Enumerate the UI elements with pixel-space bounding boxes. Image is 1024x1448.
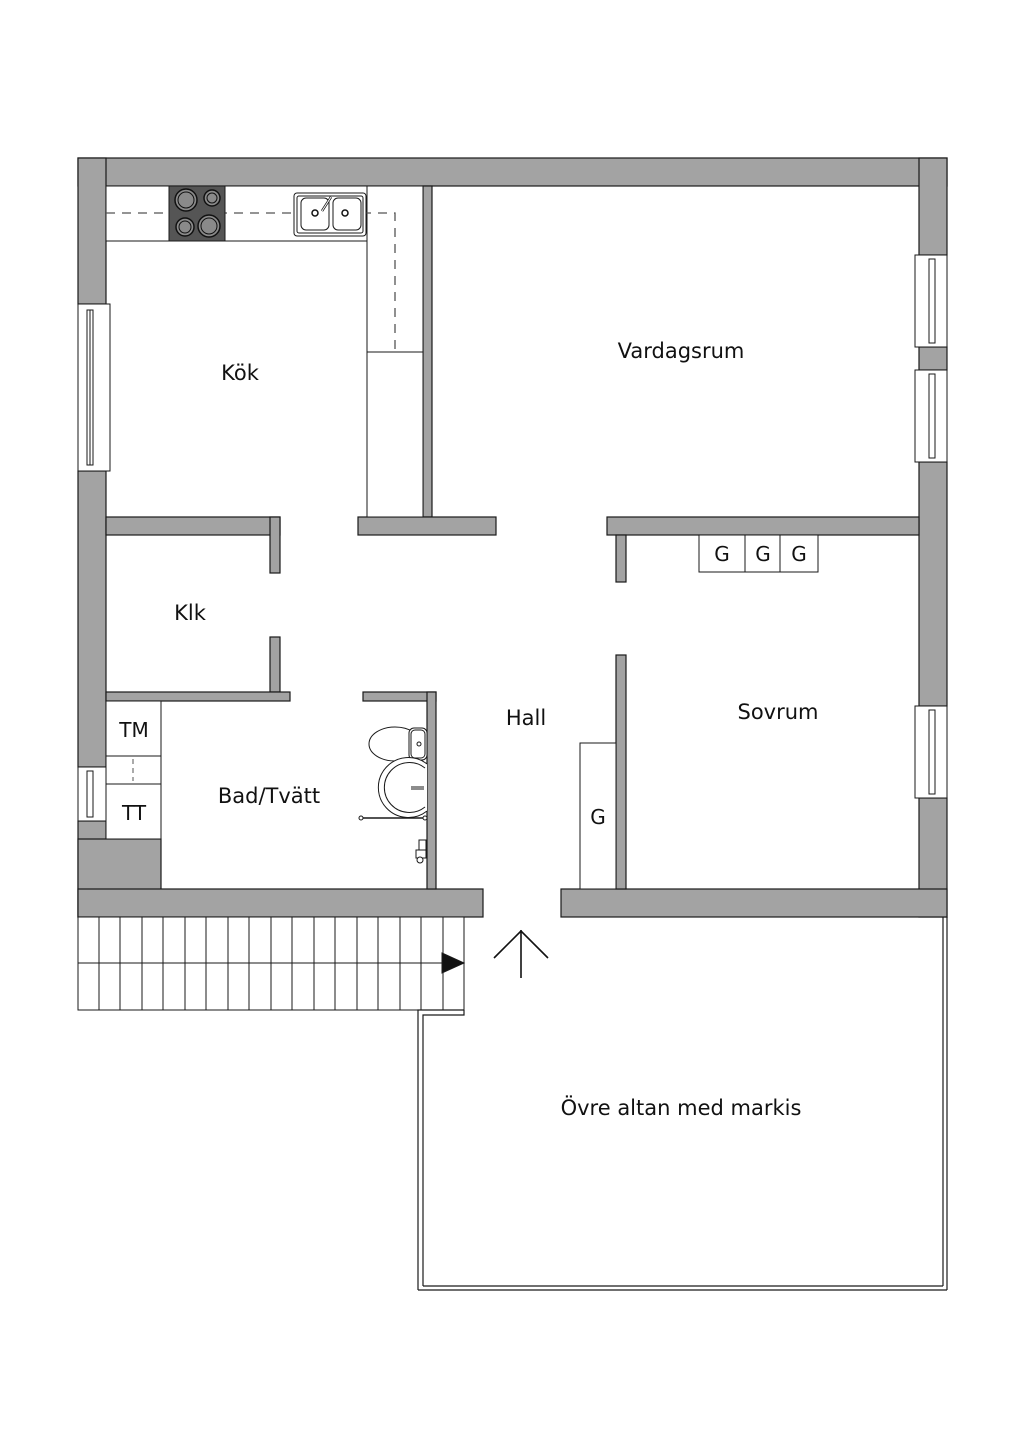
wall-right-2: [918, 346, 948, 371]
kitchen-fixtures: [105, 185, 424, 518]
wall-kitchen-living: [422, 185, 433, 518]
label-wardrobe-1: G: [714, 542, 730, 566]
label-vardagsrum: Vardagsrum: [618, 339, 745, 363]
wall-klk-door-lower: [269, 636, 281, 693]
kitchen-tall-cabinet: [366, 351, 424, 518]
wall-kitchen-klk: [105, 516, 281, 536]
wardrobe-sovrum-2: [744, 534, 781, 573]
bathroom-fixtures: [105, 700, 428, 864]
fixture-labels: TM TT G G G G: [118, 542, 806, 829]
label-tm: TM: [118, 718, 148, 742]
staircase[interactable]: [77, 916, 466, 1011]
window-living-2: [914, 369, 948, 463]
hob-icon: [168, 185, 226, 242]
label-hall: Hall: [506, 706, 546, 730]
wall-t-bottom: [357, 516, 497, 536]
wardrobe-sovrum-1: [698, 534, 746, 573]
double-sink-icon: [293, 192, 367, 237]
label-klk: Klk: [174, 601, 207, 625]
stair-direction-arrow-icon: [441, 952, 466, 974]
windows: [77, 254, 948, 822]
wall-bad-right: [426, 691, 437, 890]
entrance-arrow-icon: [493, 929, 549, 978]
wall-bottom-right: [560, 888, 948, 918]
terrace-outline: [417, 917, 948, 1291]
window-bathroom: [77, 766, 111, 822]
window-living-1: [914, 254, 948, 348]
wall-sovrum-hall: [615, 654, 627, 890]
wardrobe-sovrum-3: [779, 534, 819, 573]
wall-living-sovrum: [606, 516, 920, 536]
wall-sovrum-door-stub: [615, 534, 627, 583]
toilet-icon: [368, 726, 428, 762]
wall-top: [77, 157, 948, 187]
shower-mixer-icon: [415, 839, 427, 864]
wardrobe-hall: [579, 742, 617, 890]
label-wardrobe-2: G: [755, 542, 771, 566]
room-labels: Kök Vardagsrum Klk Hall Sovrum Bad/Tvätt…: [174, 339, 818, 1120]
label-wardrobe-hall: G: [590, 805, 606, 829]
label-sovrum: Sovrum: [737, 700, 818, 724]
label-wardrobe-3: G: [791, 542, 807, 566]
wall-bad-top: [362, 691, 437, 702]
shower-rail-icon: [358, 815, 428, 821]
wall-klk-door-upper: [269, 516, 281, 574]
wall-bottom-left: [77, 888, 484, 918]
label-ovre-altan: Övre altan med markis: [561, 1095, 802, 1120]
stair-treads: [98, 917, 444, 1010]
label-kok: Kök: [221, 361, 260, 385]
wall-klk-bad: [105, 691, 291, 702]
dryer-box: [105, 783, 162, 840]
wall-left-middle: [77, 470, 107, 768]
label-tt: TT: [121, 801, 147, 825]
wall-left-upper: [77, 157, 107, 305]
wardrobes: [579, 534, 819, 890]
wall-right-1: [918, 157, 948, 256]
window-kitchen: [77, 303, 111, 472]
washbasin-icon: [377, 757, 428, 818]
label-bad-tvatt: Bad/Tvätt: [218, 784, 320, 808]
window-sovrum: [914, 705, 948, 799]
wall-right-3: [918, 461, 948, 707]
